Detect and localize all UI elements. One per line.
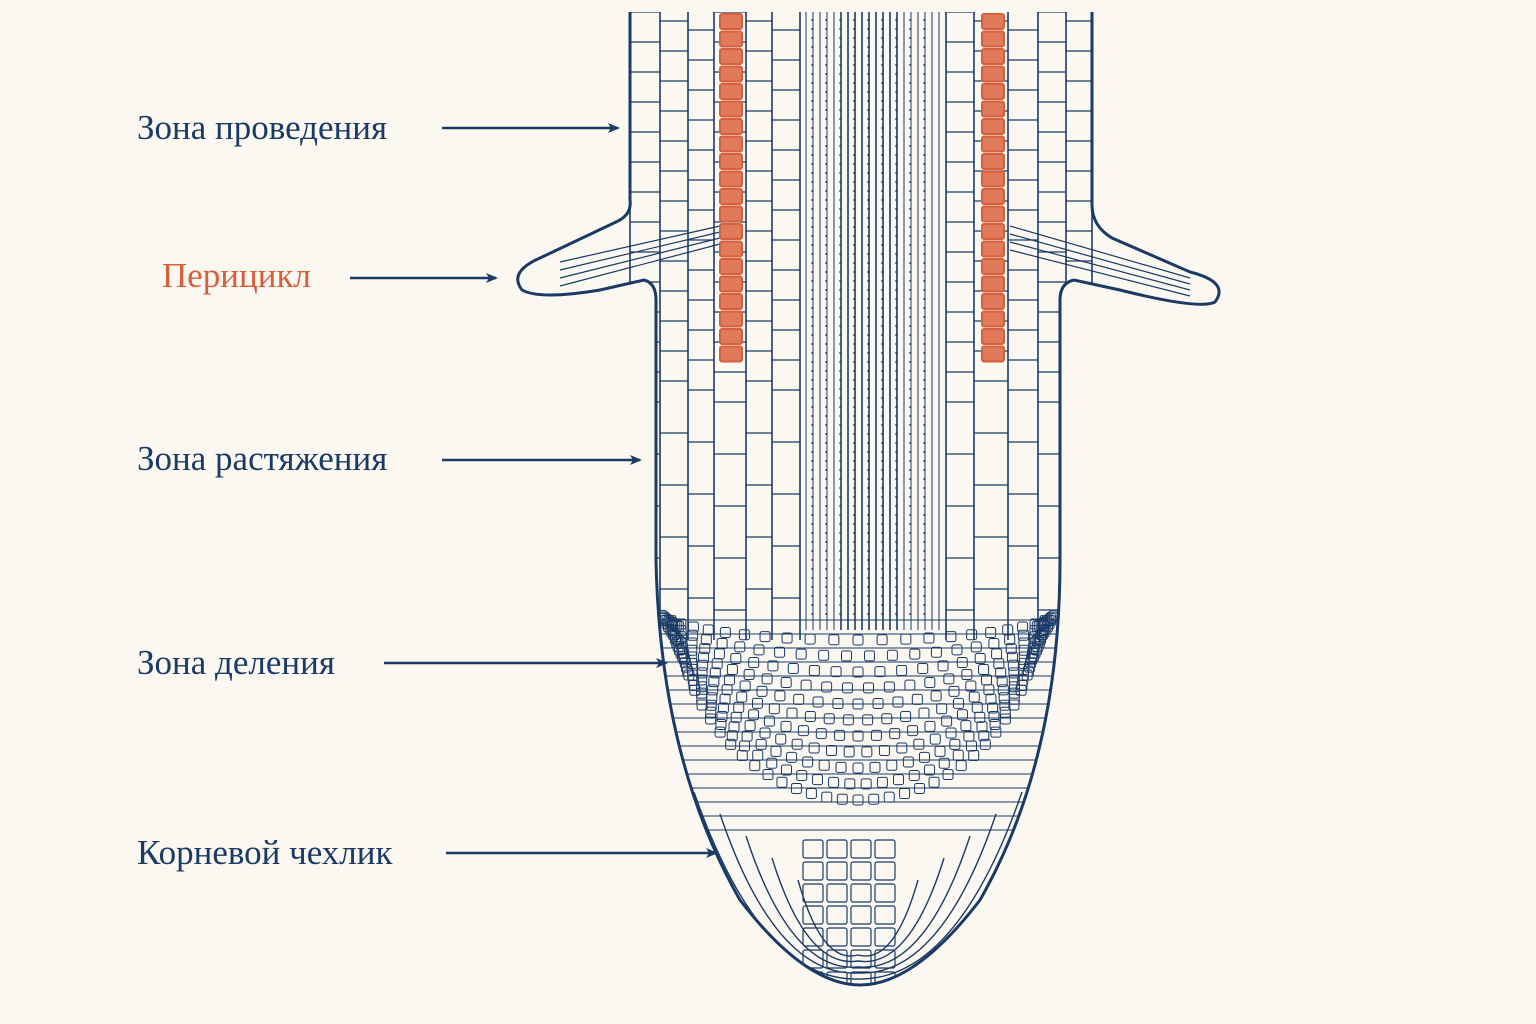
label-root-cap: Корневой чехлик	[137, 833, 394, 872]
root-outline	[516, 12, 1221, 987]
label-conduction-zone: Зона проведения	[137, 108, 387, 147]
label-division-zone: Зона деления	[137, 643, 335, 682]
label-pericycle: Перицикл	[162, 256, 311, 295]
pericycle-cells	[719, 13, 1005, 363]
label-elongation-zone: Зона растяжения	[137, 439, 387, 478]
root-illustration	[516, 12, 1221, 987]
